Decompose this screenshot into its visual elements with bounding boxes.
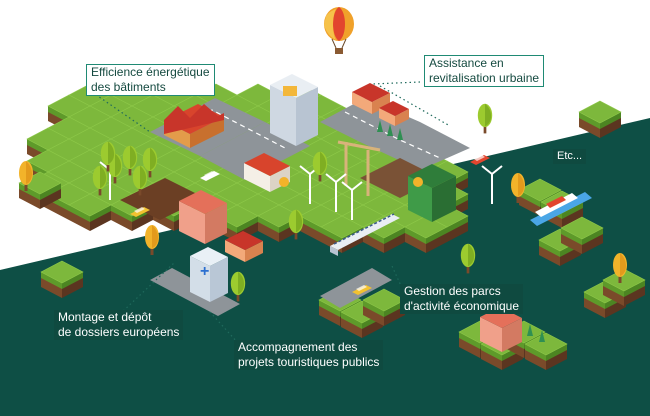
tree-icon bbox=[477, 103, 493, 134]
boat-icon bbox=[530, 192, 592, 226]
leader-assistance bbox=[371, 81, 421, 85]
label-assistance-revitalisation: Assistance en revitalisation urbaine bbox=[424, 55, 545, 87]
road-top-right bbox=[320, 98, 470, 170]
wind-turbine-icon bbox=[325, 173, 347, 212]
factory-roof bbox=[164, 104, 224, 134]
tree-icon bbox=[100, 141, 116, 172]
label-gestion-parcs: Gestion des parcs d'activité économique bbox=[400, 284, 524, 314]
label-etc: Etc... bbox=[553, 149, 587, 164]
label-efficience-energetique: Efficience énergétique des bâtiments bbox=[86, 64, 215, 96]
car-icon bbox=[200, 171, 220, 181]
clock-icon bbox=[279, 177, 289, 187]
pine-tree-icon bbox=[397, 128, 403, 140]
wind-turbine-icon bbox=[481, 165, 503, 204]
tree-icon bbox=[122, 145, 138, 176]
label-assistance-line2: revitalisation urbaine bbox=[429, 71, 540, 85]
grass-tile bbox=[404, 215, 448, 253]
pine-tree-icon bbox=[527, 324, 533, 336]
train-icon bbox=[330, 213, 400, 256]
tree-icon bbox=[613, 253, 627, 283]
road-marking bbox=[344, 111, 441, 159]
label-montage-dossiers: Montage et dépôt de dossiers européens bbox=[54, 310, 184, 340]
pine-tree-icon bbox=[387, 124, 393, 136]
pink-building-icon bbox=[179, 190, 227, 244]
leader-montage bbox=[119, 261, 176, 315]
house-icon bbox=[379, 101, 409, 126]
house-icon bbox=[225, 231, 263, 262]
label-assistance-line1: Assistance en bbox=[429, 56, 504, 70]
road-bottom-mid bbox=[320, 268, 392, 308]
pine-tree-icon bbox=[539, 330, 545, 342]
label-efficience-line1: Efficience énergétique bbox=[91, 65, 210, 79]
floating-tile bbox=[602, 268, 646, 306]
scene-props: + bbox=[19, 74, 627, 352]
tree-icon bbox=[132, 165, 148, 196]
floating-tile bbox=[560, 216, 604, 254]
car-icon bbox=[470, 155, 490, 165]
floating-tile bbox=[578, 100, 622, 138]
hot-air-balloon-icon bbox=[324, 7, 354, 54]
tree-icon bbox=[19, 161, 33, 191]
tree-icon bbox=[511, 173, 525, 203]
floating-tile bbox=[40, 260, 84, 298]
label-montage-line2: de dossiers européens bbox=[58, 325, 180, 339]
office-building-icon bbox=[270, 74, 318, 146]
tree-icon bbox=[460, 243, 476, 274]
label-accompagnement-line1: Accompagnement des bbox=[238, 340, 358, 354]
hospital-icon bbox=[190, 247, 228, 302]
leader-efficience bbox=[91, 91, 151, 133]
office-roof-block bbox=[283, 86, 297, 96]
label-accompagnement-projets: Accompagnement des projets touristiques … bbox=[234, 340, 384, 370]
road-marking bbox=[167, 109, 286, 149]
floating-tile bbox=[362, 288, 406, 326]
tree-icon bbox=[92, 165, 108, 196]
pine-tree-icon bbox=[377, 120, 383, 132]
tree-icon bbox=[312, 151, 328, 182]
tree-icon bbox=[145, 225, 159, 255]
tree-icon bbox=[230, 271, 246, 302]
grass-tile bbox=[68, 193, 112, 231]
label-etc-line1: Etc... bbox=[557, 150, 583, 162]
label-montage-line1: Montage et dépôt bbox=[58, 310, 152, 324]
hospital-cross: + bbox=[200, 263, 209, 280]
floating-tile bbox=[524, 332, 568, 370]
label-efficience-line2: des bâtiments bbox=[91, 80, 166, 94]
tree-icon bbox=[142, 147, 158, 178]
car-icon bbox=[352, 285, 372, 295]
label-gestion-line1: Gestion des parcs bbox=[404, 284, 501, 298]
house-icon bbox=[352, 83, 390, 114]
town-hall-icon bbox=[408, 164, 456, 222]
label-gestion-line2: d'activité économique bbox=[404, 299, 520, 313]
tree-icon bbox=[288, 209, 304, 240]
crane-icon bbox=[337, 140, 381, 196]
car-icon bbox=[130, 207, 150, 217]
label-accompagnement-line2: projets touristiques publics bbox=[238, 355, 380, 369]
leader-lines bbox=[91, 81, 451, 344]
wind-turbine-icon bbox=[341, 181, 363, 220]
clock-icon bbox=[413, 177, 423, 187]
